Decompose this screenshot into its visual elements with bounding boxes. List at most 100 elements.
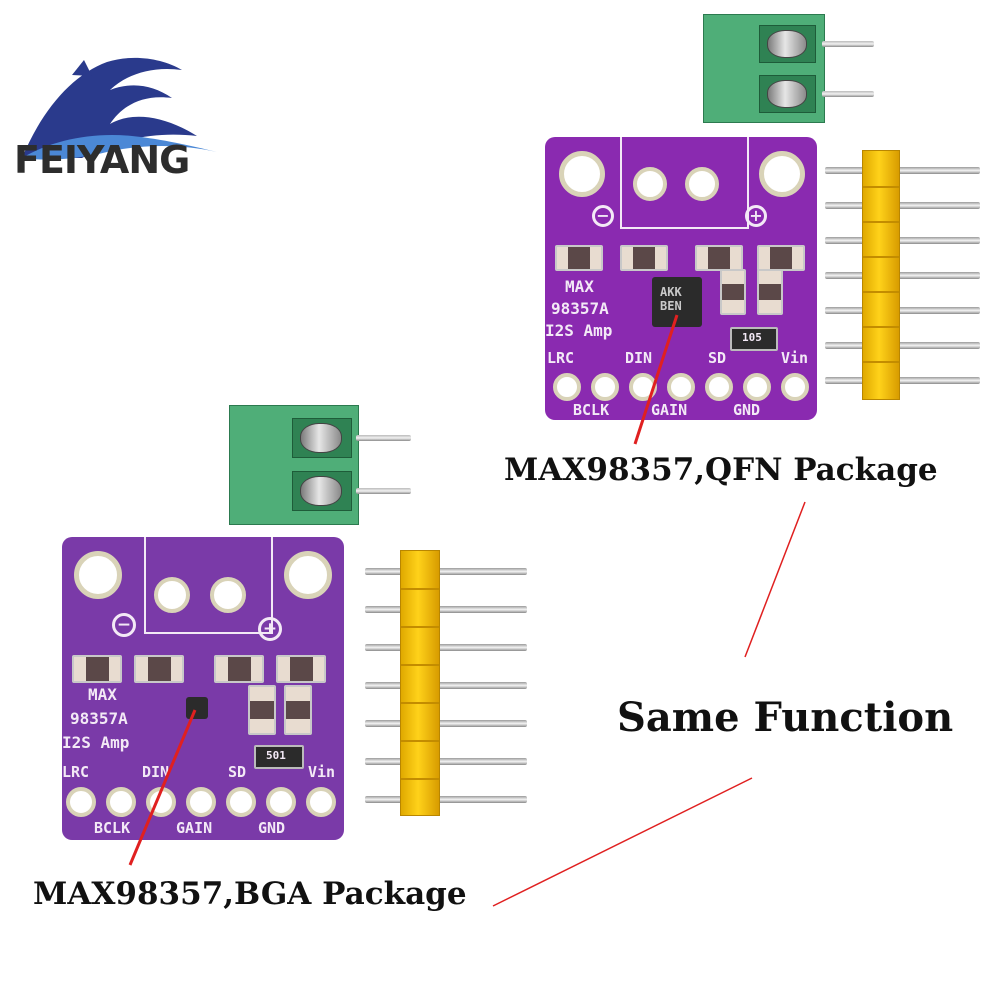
smd-capacitor — [134, 655, 184, 683]
header-plastic — [862, 150, 900, 400]
header-pad — [306, 787, 336, 817]
header-pad — [266, 787, 296, 817]
header-pad — [705, 373, 733, 401]
smd-resistor — [248, 685, 276, 735]
terminal-pin — [356, 488, 411, 494]
pin-label-gnd: GND — [258, 819, 286, 837]
header-pad — [186, 787, 216, 817]
pin-label-sd: SD — [708, 349, 727, 367]
pin-label-gain: GAIN — [176, 819, 213, 837]
screw-icon — [767, 80, 807, 108]
header-pin — [365, 568, 527, 575]
screw-terminal-bottom — [229, 405, 359, 525]
pin-label-bclk: BCLK — [573, 401, 610, 419]
header-pad — [226, 787, 256, 817]
same-function-line-top — [744, 501, 806, 658]
header-pin — [365, 682, 527, 689]
terminal-pin — [822, 41, 874, 47]
header-pad — [743, 373, 771, 401]
same-function-caption: Same Function — [617, 694, 954, 741]
mounting-hole — [284, 551, 332, 599]
smd-capacitor — [214, 655, 264, 683]
smd-component: 105 — [730, 327, 778, 351]
mounting-hole — [559, 151, 605, 197]
smd-resistor — [284, 685, 312, 735]
pin-label-gain: GAIN — [651, 401, 688, 419]
silk-title-3: I2S Amp — [62, 733, 130, 752]
logo-text: FEIYANG — [14, 138, 190, 182]
polarity-plus: + — [745, 205, 767, 227]
pin-label-din: DIN — [142, 763, 170, 781]
header-pin — [825, 167, 980, 174]
same-function-line-bottom — [492, 777, 753, 907]
pin-header-bottom — [360, 550, 530, 816]
header-pin — [825, 237, 980, 244]
pin-label-vin: Vin — [781, 349, 809, 367]
component-code: 105 — [742, 331, 762, 344]
pin-label-sd: SD — [228, 763, 247, 781]
pin-label-vin: Vin — [308, 763, 336, 781]
polarity-minus: − — [112, 613, 136, 637]
silk-title-1: MAX — [88, 685, 117, 704]
feiyang-logo-icon — [22, 57, 217, 160]
smd-resistor — [757, 269, 783, 315]
header-pad — [553, 373, 581, 401]
terminal-pad — [633, 167, 667, 201]
smd-capacitor — [276, 655, 326, 683]
header-pin — [825, 377, 980, 384]
header-pad — [106, 787, 136, 817]
max98357-bga-board: − + 501 MAX 98357A I2S Amp LRC DIN SD Vi… — [62, 537, 344, 840]
component-code: 501 — [266, 749, 286, 762]
header-pin — [365, 796, 527, 803]
pin-label-lrc: LRC — [547, 349, 575, 367]
silk-title-3: I2S Amp — [545, 321, 613, 340]
header-pad — [781, 373, 809, 401]
header-pin — [825, 307, 980, 314]
header-pin — [365, 720, 527, 727]
smd-capacitor — [757, 245, 805, 271]
smd-component: 501 — [254, 745, 304, 769]
terminal-pad — [685, 167, 719, 201]
header-pad — [66, 787, 96, 817]
bga-pointer-line — [128, 709, 197, 866]
silk-title-2: 98357A — [551, 299, 609, 318]
silk-title-2: 98357A — [70, 709, 128, 728]
header-pin — [365, 758, 527, 765]
pin-label-bclk: BCLK — [94, 819, 131, 837]
header-pin — [825, 202, 980, 209]
bga-caption: MAX98357,BGA Package — [33, 876, 467, 912]
polarity-minus: − — [592, 205, 614, 227]
smd-resistor — [720, 269, 746, 315]
header-pin — [825, 272, 980, 279]
polarity-plus: + — [258, 617, 282, 641]
header-pin — [365, 644, 527, 651]
smd-capacitor — [555, 245, 603, 271]
terminal-footprint — [620, 137, 749, 229]
terminal-pin — [822, 91, 874, 97]
screw-terminal-top — [703, 14, 825, 123]
silk-title-1: MAX — [565, 277, 594, 296]
chip-marking: AKK BEN — [660, 285, 682, 313]
header-pin — [365, 606, 527, 613]
screw-icon — [300, 476, 342, 506]
screw-icon — [300, 423, 342, 453]
bga-chip — [186, 697, 208, 719]
smd-capacitor — [620, 245, 668, 271]
screw-icon — [767, 30, 807, 58]
mounting-hole — [74, 551, 122, 599]
terminal-pin — [356, 435, 411, 441]
smd-capacitor — [695, 245, 743, 271]
terminal-footprint — [144, 537, 273, 634]
terminal-pad — [154, 577, 190, 613]
header-pin — [825, 342, 980, 349]
mounting-hole — [759, 151, 805, 197]
smd-capacitor — [72, 655, 122, 683]
qfn-caption: MAX98357,QFN Package — [504, 452, 938, 488]
pin-label-lrc: LRC — [62, 763, 90, 781]
terminal-pad — [210, 577, 246, 613]
pin-header-top — [820, 150, 982, 400]
max98357-qfn-board: − + AKK BEN 105 MAX 98357A I2S Amp LRC D… — [545, 137, 817, 420]
header-pad — [591, 373, 619, 401]
qfn-pointer-line — [633, 314, 679, 445]
